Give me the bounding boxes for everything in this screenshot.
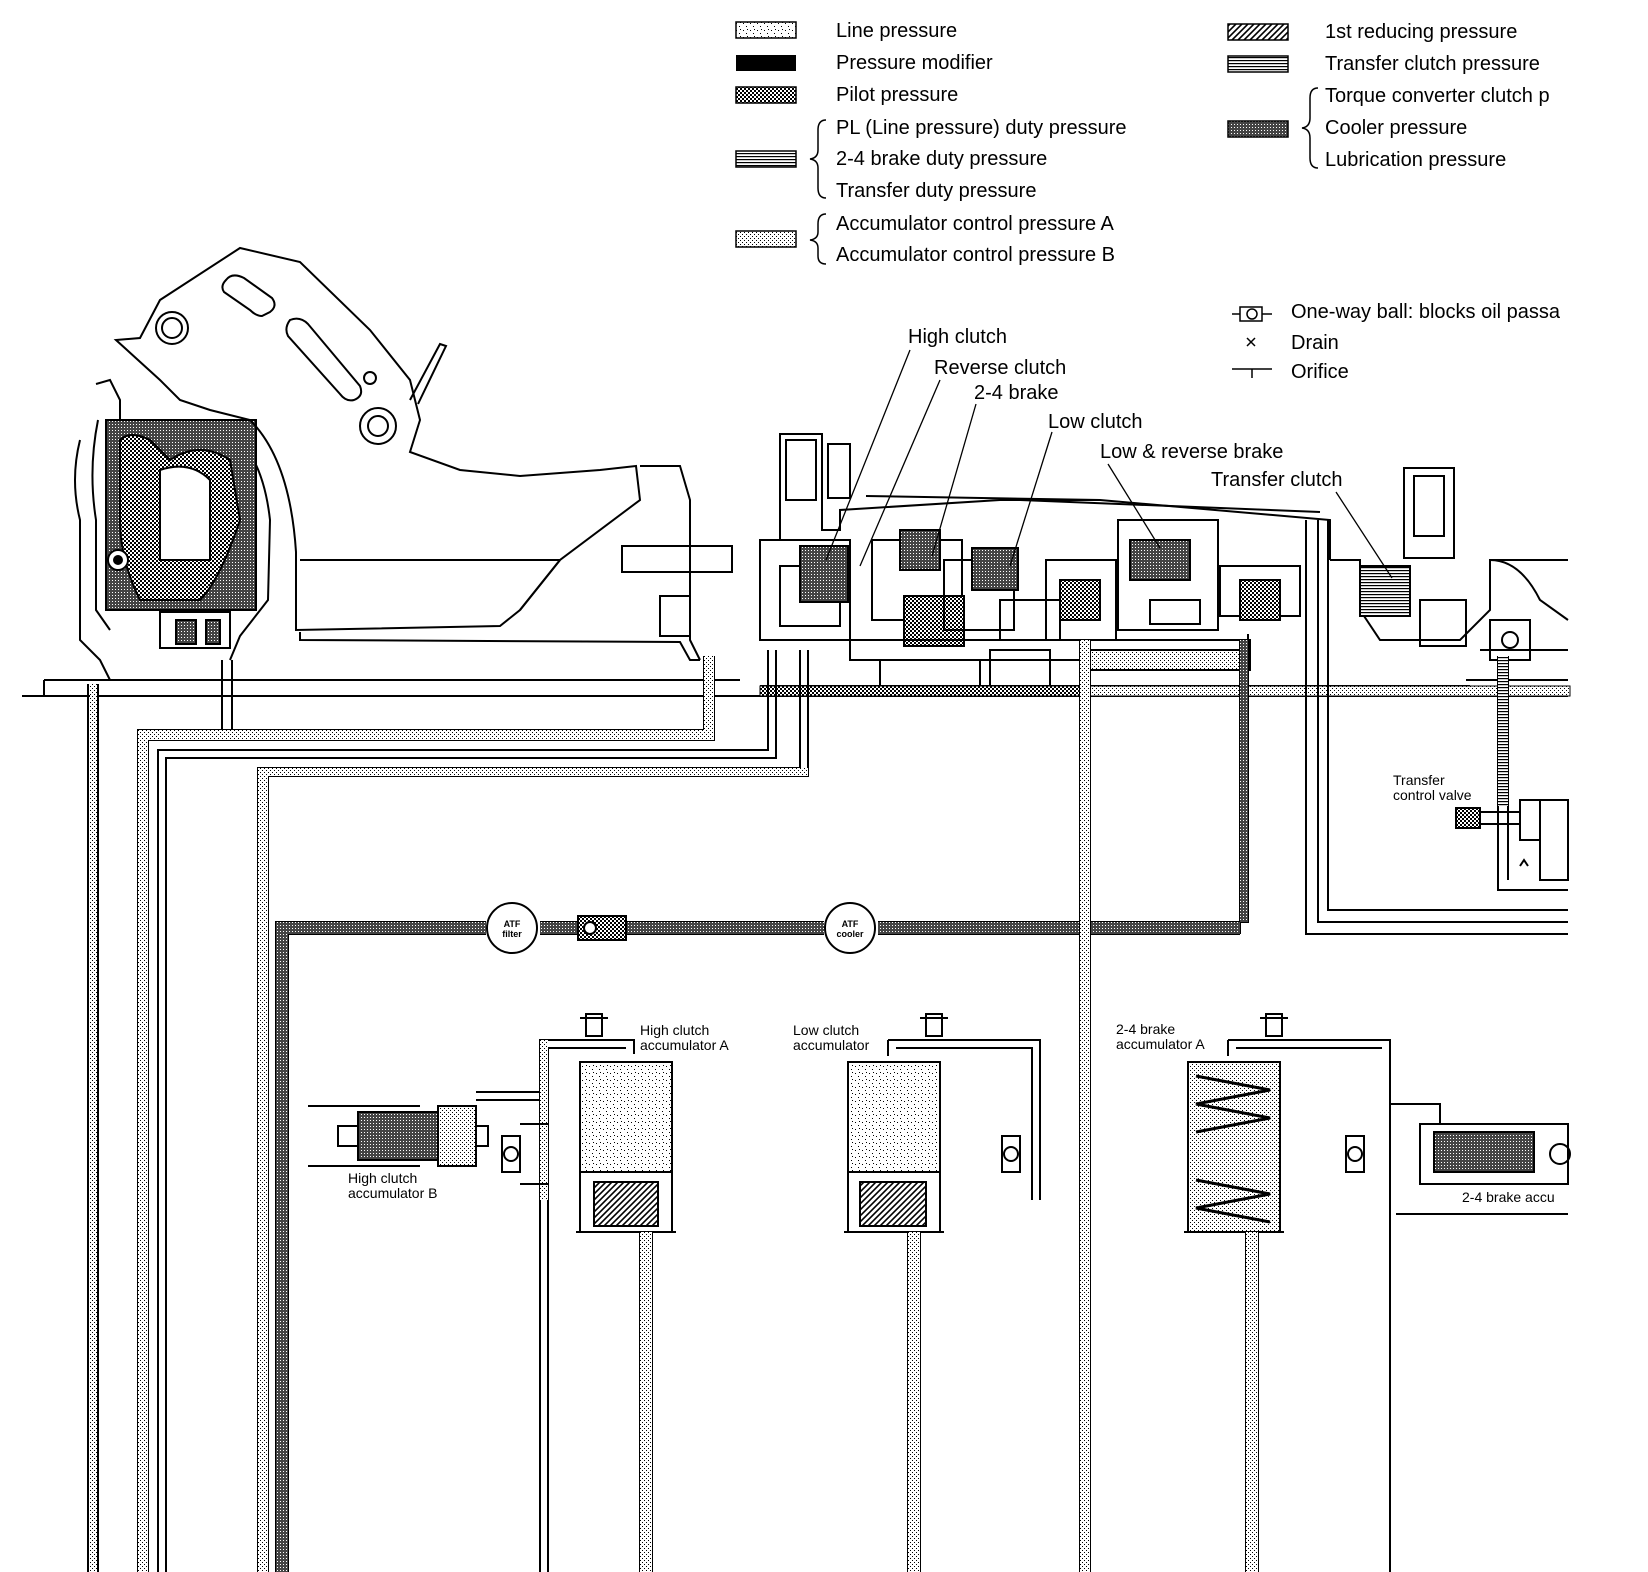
orifice-icon bbox=[1232, 368, 1272, 378]
legend-swatches bbox=[735, 21, 1319, 378]
swatch-accumulator-control bbox=[735, 230, 797, 248]
swatch-pressure-modifier bbox=[736, 55, 796, 71]
swatch-1st-reducing bbox=[1227, 23, 1289, 41]
legend-cooler-pressure: Cooler pressure bbox=[1325, 117, 1468, 139]
label-24-brake-accumulator-a-line2: accumulator A bbox=[1116, 1036, 1205, 1052]
one-way-ball-icon bbox=[1232, 306, 1272, 322]
legend-transfer-clutch: Transfer clutch pressure bbox=[1325, 53, 1540, 75]
legend-pressure-modifier: Pressure modifier bbox=[836, 52, 993, 74]
drain-icon bbox=[1246, 337, 1256, 347]
atf-cooler-icon bbox=[824, 902, 876, 954]
callout-transfer-control-valve: Transfer control valve bbox=[1393, 773, 1472, 803]
callout-transfer-clutch: Transfer clutch bbox=[1211, 469, 1343, 491]
callout-high-clutch: High clutch bbox=[908, 326, 1007, 348]
label-high-clutch-accumulator-a-line1: High clutch bbox=[640, 1022, 710, 1038]
legend-pl-duty: PL (Line pressure) duty pressure bbox=[836, 117, 1127, 139]
swatch-transfer-clutch bbox=[1227, 55, 1289, 73]
atf-filter-label: ATF filter bbox=[488, 919, 536, 939]
callout-transfer-control-valve-line2: control valve bbox=[1393, 787, 1472, 803]
legend-tcc-pressure: Torque converter clutch p bbox=[1325, 86, 1550, 106]
legend-lubrication-pressure: Lubrication pressure bbox=[1325, 149, 1507, 171]
callout-24-brake: 2-4 brake bbox=[974, 382, 1059, 404]
oil-passages bbox=[87, 520, 1569, 1572]
legend-pilot-pressure: Pilot pressure bbox=[836, 84, 959, 106]
legend-line-pressure: Line pressure bbox=[836, 20, 958, 42]
legend-one-way-ball: One-way ball: blocks oil passa bbox=[1291, 302, 1561, 322]
label-high-clutch-accumulator-b: High clutch accumulator B bbox=[348, 1171, 437, 1201]
transmission-case bbox=[22, 246, 1571, 697]
atf-cooler-label: ATF cooler bbox=[826, 919, 874, 939]
label-high-clutch-accumulator-a: High clutch accumulator A bbox=[640, 1023, 729, 1053]
label-high-clutch-accumulator-b-line2: accumulator B bbox=[348, 1185, 438, 1201]
legend-24-duty: 2-4 brake duty pressure bbox=[836, 148, 1048, 170]
label-24-brake-accumulator-b: 2-4 brake accu bbox=[1462, 1190, 1555, 1205]
accum-brace-icon bbox=[809, 213, 827, 265]
label-low-clutch-accumulator-line1: Low clutch bbox=[793, 1022, 860, 1038]
duty-brace-icon bbox=[809, 119, 827, 199]
label-high-clutch-accumulator-a-line2: accumulator A bbox=[640, 1037, 729, 1053]
swatch-line-pressure bbox=[735, 21, 797, 39]
legend-accum-a: Accumulator control pressure A bbox=[836, 213, 1114, 235]
atf-cooler-label-line2: cooler bbox=[836, 929, 864, 939]
label-low-clutch-accumulator-line2: accumulator bbox=[793, 1037, 870, 1053]
callout-low-reverse-brake: Low & reverse brake bbox=[1100, 441, 1284, 463]
legend-1st-reducing: 1st reducing pressure bbox=[1325, 21, 1518, 43]
callout-low-clutch: Low clutch bbox=[1048, 411, 1143, 433]
swatch-duty-pressure bbox=[735, 150, 797, 168]
label-low-clutch-accumulator: Low clutch accumulator bbox=[793, 1023, 869, 1053]
atf-filter-label-line1: ATF bbox=[503, 919, 521, 929]
cooler-brace-icon bbox=[1301, 87, 1319, 169]
atf-cooler-label-line1: ATF bbox=[841, 919, 859, 929]
legend-drain: Drain bbox=[1291, 332, 1339, 354]
swatch-pilot-pressure bbox=[735, 86, 797, 104]
legend-accum-b: Accumulator control pressure B bbox=[836, 244, 1116, 266]
label-24-brake-accumulator-a: 2-4 brake accumulator A bbox=[1116, 1022, 1205, 1052]
legend-transfer-duty: Transfer duty pressure bbox=[836, 180, 1037, 202]
callout-reverse-clutch: Reverse clutch bbox=[934, 357, 1067, 379]
callout-transfer-control-valve-line1: Transfer bbox=[1393, 772, 1445, 788]
label-24-brake-accumulator-a-line1: 2-4 brake bbox=[1116, 1021, 1176, 1037]
label-high-clutch-accumulator-b-line1: High clutch bbox=[348, 1170, 418, 1186]
atf-filter-label-line2: filter bbox=[502, 929, 522, 939]
swatch-cooler bbox=[1227, 120, 1289, 138]
legend-orifice: Orifice bbox=[1291, 361, 1349, 383]
atf-filter-icon bbox=[486, 902, 538, 954]
accumulators bbox=[308, 1013, 1571, 1572]
